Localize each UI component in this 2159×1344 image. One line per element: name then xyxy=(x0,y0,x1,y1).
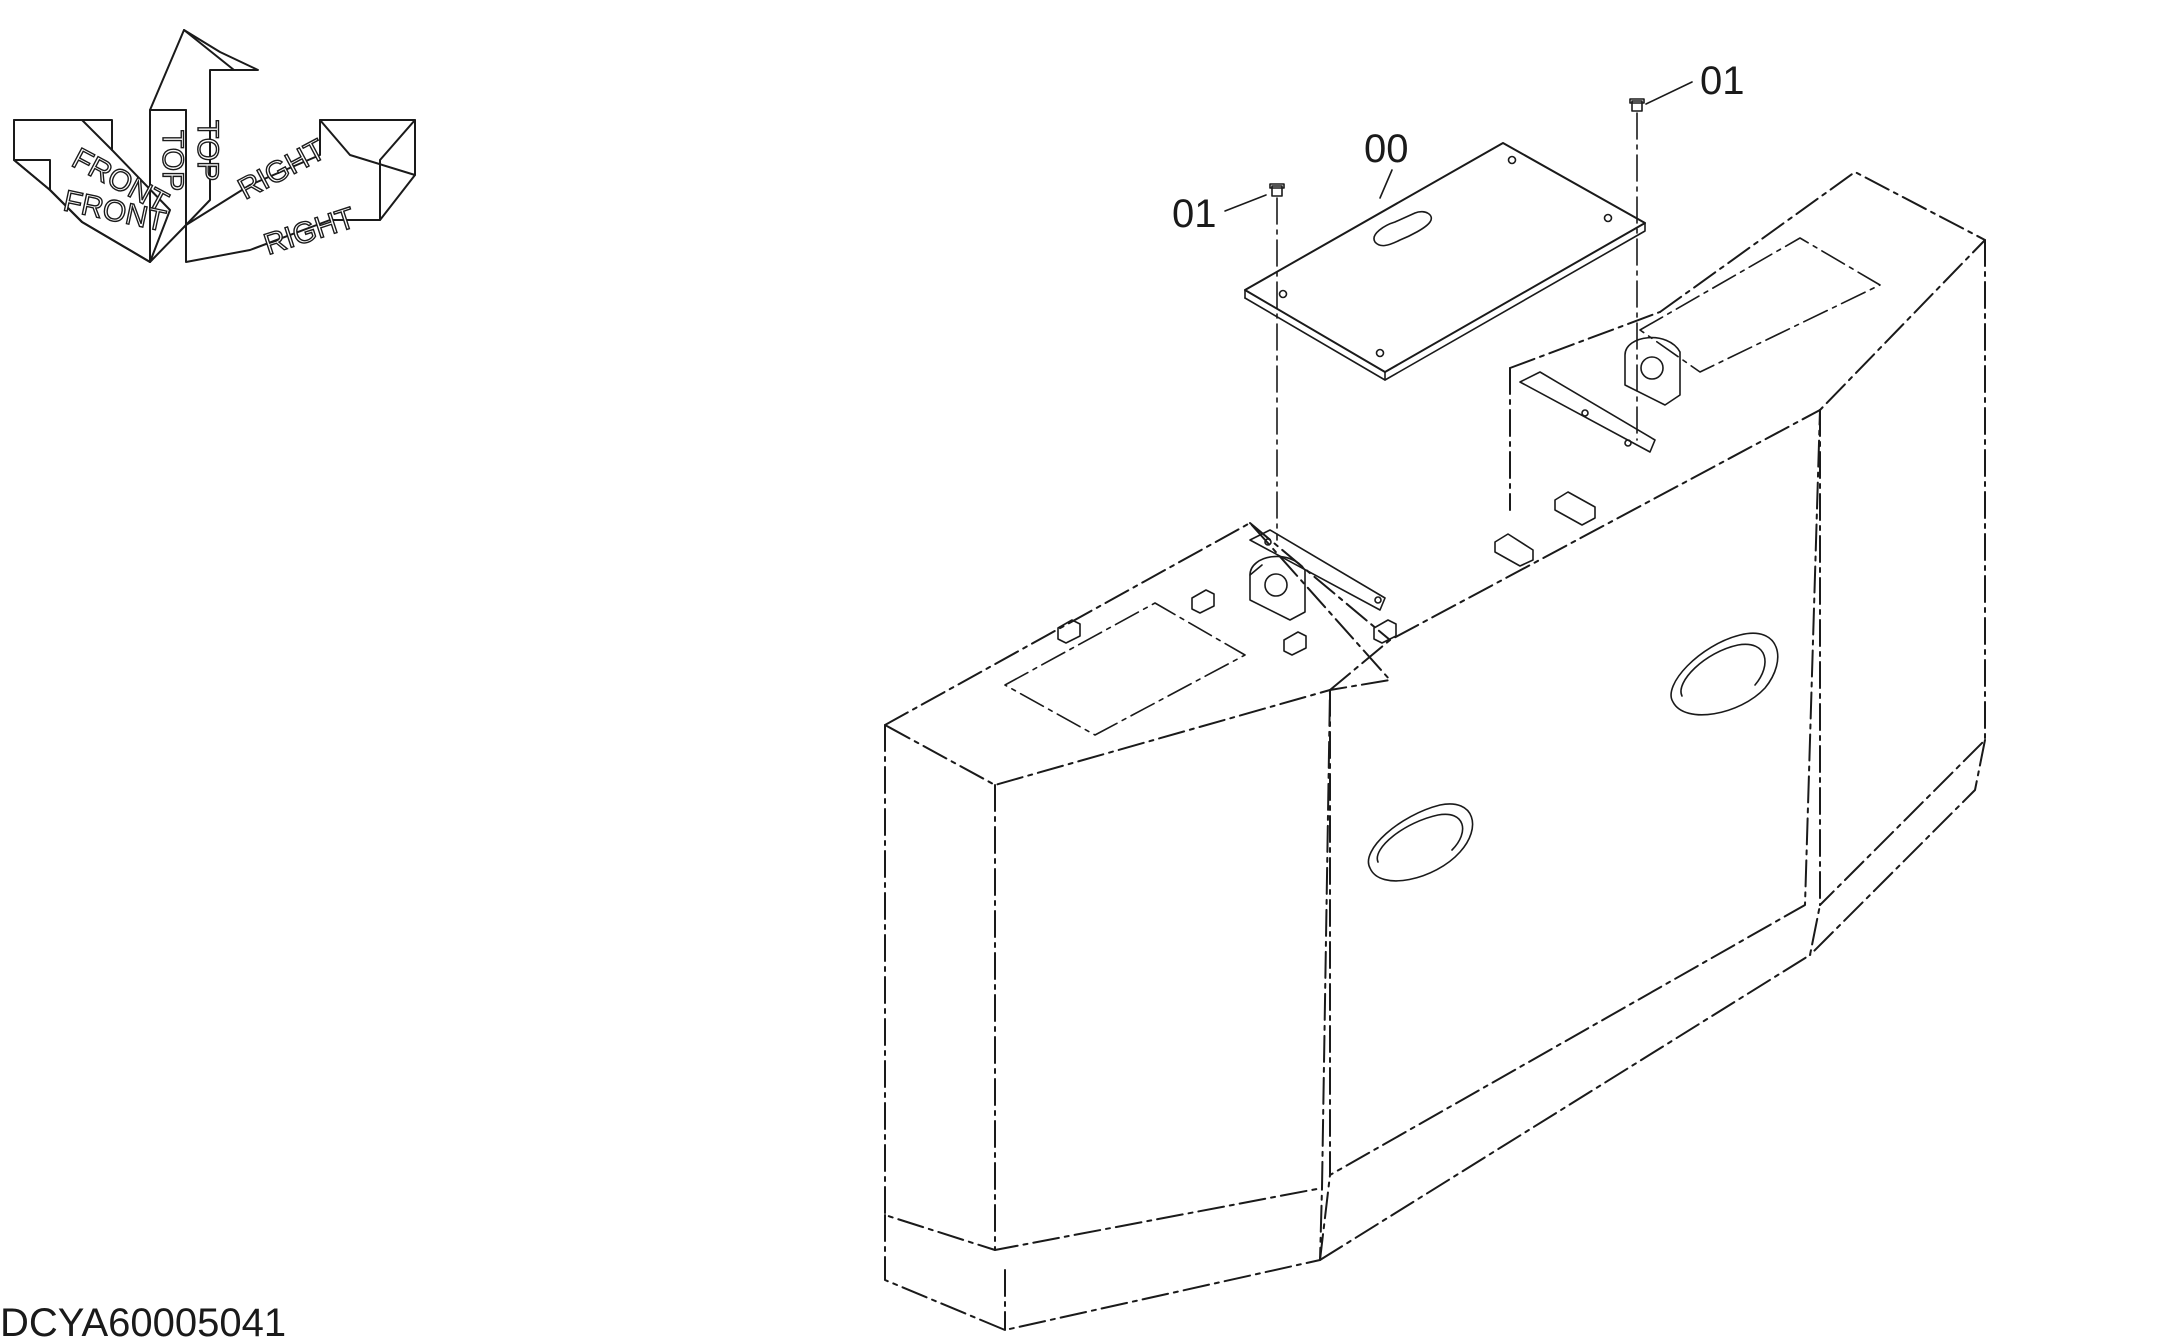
clip-4 xyxy=(1373,619,1397,644)
top-arrow-icon: TOP TOP xyxy=(149,29,259,263)
handle-slot-right xyxy=(1670,632,1779,716)
bolt-right-icon xyxy=(1629,98,1645,441)
clip-6 xyxy=(1554,491,1596,526)
clip-3 xyxy=(1283,631,1307,656)
mount-plate-right xyxy=(1519,371,1656,453)
mount-plate-left xyxy=(1249,529,1386,611)
top-label-2: TOP xyxy=(191,120,224,181)
counterweight-body xyxy=(884,171,1986,1331)
top-label-1: TOP xyxy=(156,130,189,191)
callout-bolt-right: 01 xyxy=(1645,59,1745,105)
clip-5 xyxy=(1494,533,1534,567)
callout-cover: 00 xyxy=(1364,127,1409,199)
clip-1 xyxy=(1057,619,1081,644)
callout-01-right-label: 01 xyxy=(1700,59,1745,103)
orientation-indicator: TOP TOP FRONT FRONT RIGHT RIGHT xyxy=(13,29,416,263)
bolt-left-icon xyxy=(1269,183,1285,541)
handle-slot-left xyxy=(1367,803,1474,882)
lifting-eye-right xyxy=(1624,336,1681,406)
clip-2 xyxy=(1191,589,1215,614)
callout-bolt-left: 01 xyxy=(1172,192,1267,236)
callout-00-label: 00 xyxy=(1364,127,1409,171)
callout-01-left-label: 01 xyxy=(1172,192,1217,236)
cover-plate xyxy=(1244,142,1646,381)
document-id: DCYA60005041 xyxy=(0,1301,286,1344)
right-label-1: RIGHT xyxy=(233,133,331,206)
right-label-2: RIGHT xyxy=(260,201,359,261)
